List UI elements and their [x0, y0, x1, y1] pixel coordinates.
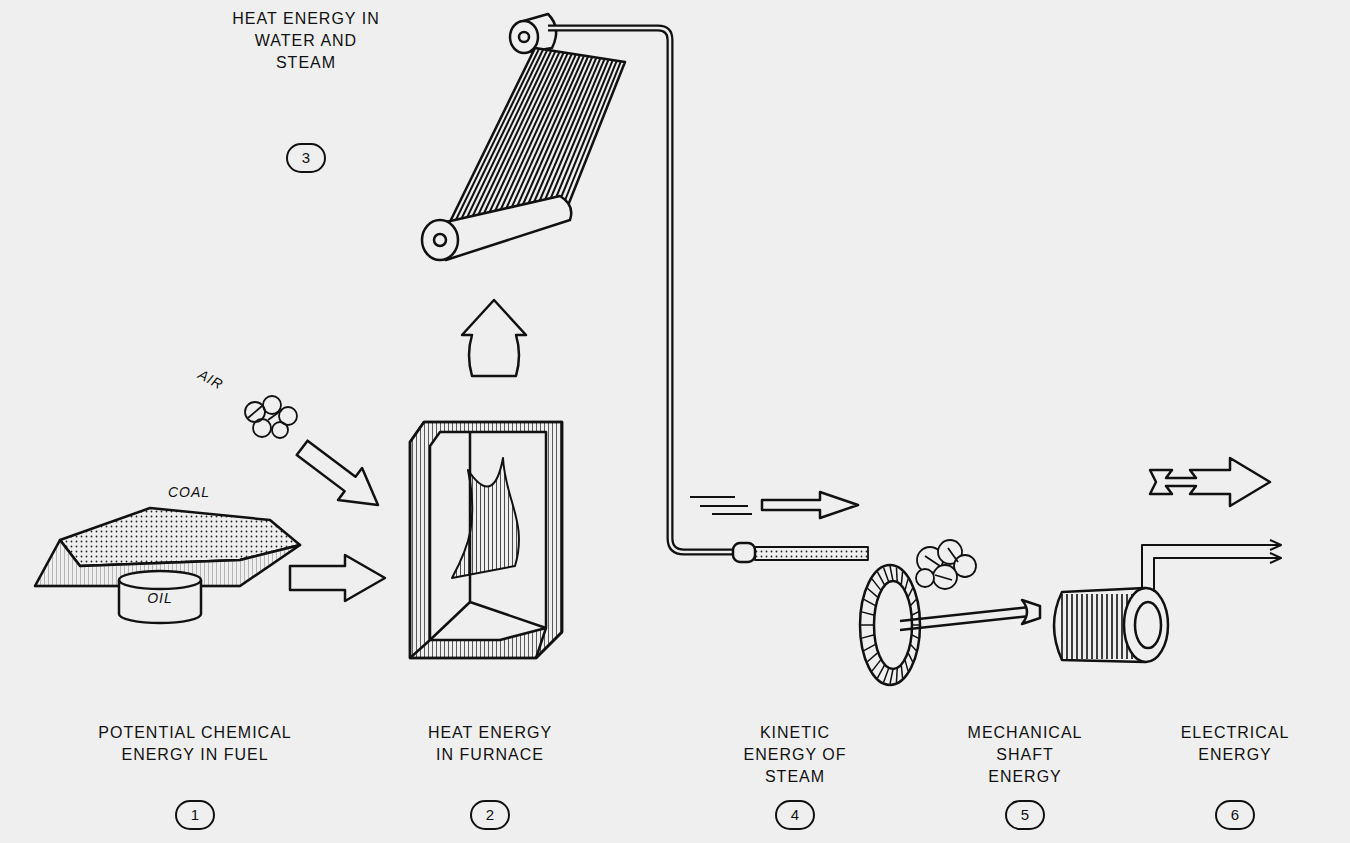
coupling — [1022, 600, 1040, 624]
energy-stage: MECHANICAL SHAFT ENERGY 5 — [958, 722, 1093, 830]
energy-stage: POTENTIAL CHEMICAL ENERGY IN FUEL 1 — [75, 722, 315, 830]
air-arrow — [290, 432, 390, 521]
fuel-label: COAL — [168, 484, 210, 500]
energy-stage: HEAT ENERGY IN FURNACE 2 — [418, 722, 563, 830]
stage-caption: ELECTRICAL ENERGY — [1160, 722, 1310, 766]
energy-stage: ELECTRICAL ENERGY 6 — [1160, 722, 1310, 830]
nozzle — [733, 543, 755, 562]
callout-number: 4 — [775, 800, 815, 830]
steam-jet — [755, 547, 868, 560]
furnace — [410, 422, 562, 658]
heat-arrow — [462, 300, 526, 376]
stage-caption: MECHANICAL SHAFT ENERGY — [958, 722, 1093, 788]
steam-arrow — [690, 492, 858, 518]
callout-number: 1 — [175, 800, 215, 830]
stage-caption: HEAT ENERGY IN FURNACE — [418, 722, 563, 766]
callout-number: 5 — [1005, 800, 1045, 830]
turbine-wheel — [860, 540, 976, 685]
callout-number: 2 — [470, 800, 510, 830]
stage-caption: HEAT ENERGY IN WATER AND STEAM — [229, 8, 384, 74]
energy-stage: HEAT ENERGY IN WATER AND STEAM 3 — [229, 8, 384, 173]
stage-caption: KINETIC ENERGY OF STEAM — [740, 722, 850, 788]
shaft — [900, 607, 1030, 630]
oil-can: OIL — [116, 568, 204, 626]
output-wires — [1142, 545, 1280, 592]
can-label: OIL — [116, 568, 204, 606]
air-label: AIR — [195, 366, 226, 392]
callout-number: 3 — [286, 143, 326, 173]
generator — [1054, 588, 1168, 662]
exhaust-steam — [916, 540, 976, 589]
callout-number: 6 — [1215, 800, 1255, 830]
flow-arrow — [290, 555, 385, 601]
flame — [452, 458, 519, 578]
electric-arrow — [1150, 458, 1270, 506]
boiler — [422, 14, 625, 260]
energy-stage: KINETIC ENERGY OF STEAM 4 — [740, 722, 850, 830]
stage-caption: POTENTIAL CHEMICAL ENERGY IN FUEL — [75, 722, 315, 766]
air-puff — [245, 396, 297, 438]
